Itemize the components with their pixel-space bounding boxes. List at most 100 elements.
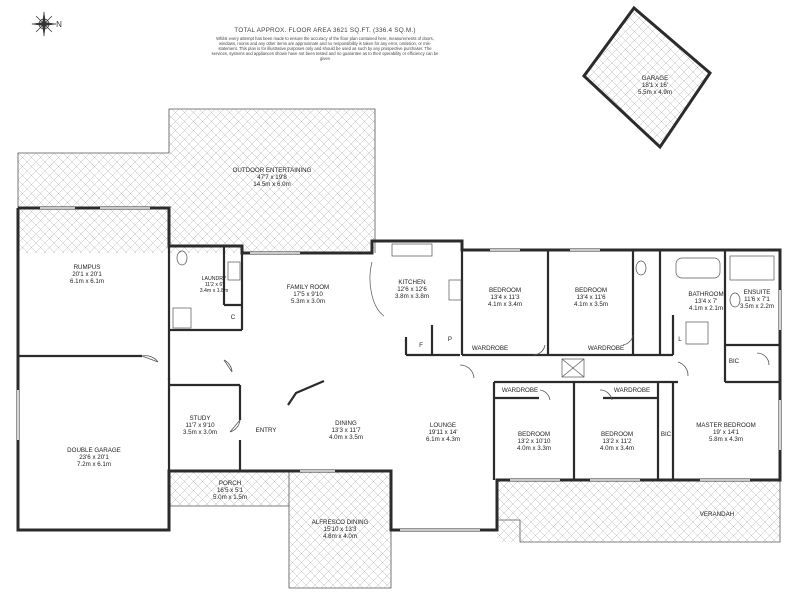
porch-label: PORCH 16'5 x 5'1 5.0m x 1.5m bbox=[213, 480, 247, 501]
ensuite-name: ENSUITE bbox=[744, 289, 771, 296]
bedroom-3-imperial: 13'2 x 10'10 bbox=[518, 438, 552, 445]
bedroom-4-metric: 4.0m x 3.4m bbox=[600, 445, 634, 452]
bedroom-4-wardrobe-label: WARDROBE bbox=[614, 387, 650, 394]
compass-rose-icon: N bbox=[30, 8, 62, 40]
ensuite-vanity-icon bbox=[729, 255, 775, 281]
kitchen-imperial: 12'6 x 12'6 bbox=[397, 286, 427, 293]
disclaimer-text: Whilst every attempt has been made to en… bbox=[211, 36, 439, 62]
bedroom-3-metric: 4.0m x 3.3m bbox=[517, 445, 551, 452]
study-imperial: 11'7 x 9'10 bbox=[185, 422, 215, 429]
porch-imperial: 16'5 x 5'1 bbox=[217, 487, 244, 494]
study-name: STUDY bbox=[190, 415, 211, 422]
outdoor-entertaining-area bbox=[18, 153, 374, 253]
bedroom-1-imperial: 13'4 x 11'3 bbox=[490, 294, 520, 301]
rumpus-imperial: 20'1 x 20'1 bbox=[72, 271, 102, 278]
outdoor-entertaining-upper bbox=[169, 109, 375, 159]
bathroom-shower-icon bbox=[685, 321, 709, 345]
laundry-metric: 3.4m x 1.8m bbox=[200, 288, 229, 294]
bedroom-4-imperial: 13'2 x 11'2 bbox=[602, 438, 632, 445]
doors bbox=[141, 334, 770, 433]
fridge-label: F bbox=[419, 342, 423, 349]
verandah-label: VERANDAH bbox=[700, 511, 734, 518]
bedroom-3-wardrobe-label: WARDROBE bbox=[502, 387, 538, 394]
kitchen-sink-icon bbox=[391, 243, 433, 257]
skylight-icon bbox=[561, 358, 585, 378]
kitchen-label: KITCHEN 12'6 x 12'6 3.8m x 3.8m bbox=[395, 279, 429, 300]
interior-walls bbox=[18, 246, 780, 480]
family-room-imperial: 17'5 x 9'10 bbox=[293, 291, 323, 298]
bedroom-3-label: BEDROOM 13'2 x 10'10 4.0m x 3.3m bbox=[517, 431, 551, 452]
cooktop-icon bbox=[448, 279, 462, 301]
bathtub-icon bbox=[675, 257, 721, 279]
bathroom-label: BATHROOM 13'4 x 7' 4.1m x 2.1m bbox=[688, 291, 723, 312]
lounge-label: LOUNGE 19'11 x 14' 6.1m x 4.3m bbox=[426, 422, 460, 443]
bedroom-3-name: BEDROOM bbox=[518, 431, 550, 438]
bathroom-toilet-icon bbox=[635, 260, 647, 276]
compass-north-label: N bbox=[56, 20, 62, 29]
bathroom-imperial: 13'4 x 7' bbox=[695, 298, 718, 305]
rumpus-label: RUMPUS 20'1 x 20'1 6.1m x 6.1m bbox=[70, 264, 104, 285]
plan-header: TOTAL APPROX. FLOOR AREA 3621 SQ.FT. (33… bbox=[210, 27, 440, 61]
total-floor-area: TOTAL APPROX. FLOOR AREA 3621 SQ.FT. (33… bbox=[234, 27, 416, 34]
alfresco-dining-metric: 4.8m x 4.0m bbox=[323, 533, 357, 540]
alfresco-dining-imperial: 15'10 x 13'3 bbox=[324, 526, 358, 533]
double-garage-metric: 7.2m x 6.1m bbox=[77, 461, 111, 468]
bedroom-2-imperial: 13'4 x 11'6 bbox=[576, 294, 606, 301]
lounge-imperial: 19'11 x 14' bbox=[428, 429, 457, 436]
bedroom-1-metric: 4.1m x 3.4m bbox=[488, 301, 522, 308]
lounge-name: LOUNGE bbox=[430, 422, 456, 429]
bedroom-2-wardrobe-label: WARDROBE bbox=[588, 345, 624, 352]
garage-imperial: 18'1 x 16' bbox=[642, 82, 668, 89]
pantry-label: P bbox=[448, 336, 452, 343]
fixtures bbox=[172, 243, 775, 378]
entry-label: ENTRY bbox=[256, 427, 277, 434]
bathroom-metric: 4.1m x 2.1m bbox=[689, 305, 723, 312]
bedroom-1-label: BEDROOM 13'4 x 11'3 4.1m x 3.4m bbox=[488, 287, 522, 308]
ensuite-imperial: 11'6 x 7'1 bbox=[744, 296, 770, 303]
bedroom-2-name: BEDROOM bbox=[575, 287, 607, 294]
garage-name: GARAGE bbox=[642, 75, 668, 82]
bedroom-4-name: BEDROOM bbox=[601, 431, 633, 438]
garage-metric: 5.5m x 4.9m bbox=[638, 89, 672, 96]
double-garage-label: DOUBLE GARAGE 23'6 x 20'1 7.2m x 6.1m bbox=[67, 447, 121, 468]
detached-garage-walls bbox=[582, 5, 712, 150]
linen-label: L bbox=[678, 336, 682, 343]
dining-imperial: 13'3 x 11'7 bbox=[331, 427, 361, 434]
room-labels: GARAGE 18'1 x 16' 5.5m x 4.9m OUTDOOR EN… bbox=[67, 75, 774, 540]
rumpus-metric: 6.1m x 6.1m bbox=[70, 278, 104, 285]
laundry-imperial: 11'2 x 6' bbox=[205, 282, 224, 288]
verandah-area bbox=[497, 480, 780, 542]
family-room-metric: 5.3m x 3.0m bbox=[291, 298, 325, 305]
bedroom-2-metric: 4.1m x 3.5m bbox=[574, 301, 608, 308]
ensuite-toilet-icon bbox=[729, 292, 741, 308]
windows bbox=[17, 207, 781, 531]
family-room-label: FAMILY ROOM 17'5 x 9'10 5.3m x 3.0m bbox=[287, 284, 329, 305]
outdoor-entertaining-imperial: 47'7 x 19'8 bbox=[257, 174, 287, 181]
master-bedroom-imperial: 19' x 14'1 bbox=[713, 429, 740, 436]
lounge-metric: 6.1m x 4.3m bbox=[426, 436, 460, 443]
alfresco-dining-area bbox=[289, 470, 391, 588]
master-bic-label: BIC bbox=[661, 431, 672, 438]
laundry-label: LAUNDRY 11'2 x 6' 3.4m x 1.8m bbox=[200, 276, 229, 294]
double-garage-name: DOUBLE GARAGE bbox=[67, 447, 121, 454]
laundry-name: LAUNDRY bbox=[202, 276, 227, 282]
bedroom-1-wardrobe-label: WARDROBE bbox=[472, 345, 508, 352]
ensuite-metric: 3.5m x 2.2m bbox=[740, 303, 774, 310]
shower-icon bbox=[172, 307, 192, 329]
ensuite-label: ENSUITE 11'6 x 7'1 3.5m x 2.2m bbox=[740, 289, 774, 310]
rumpus-name: RUMPUS bbox=[74, 264, 101, 271]
master-bedroom-label: MASTER BEDROOM 19' x 14'1 5.8m x 4.3m bbox=[696, 422, 755, 443]
bathroom-name: BATHROOM bbox=[688, 291, 723, 298]
bedroom-4-label: BEDROOM 13'2 x 11'2 4.0m x 3.4m bbox=[600, 431, 634, 452]
dining-metric: 4.0m x 3.5m bbox=[329, 434, 363, 441]
alfresco-dining-label: ALFRESCO DINING 15'10 x 13'3 4.8m x 4.0m bbox=[312, 519, 369, 540]
bedroom-1-name: BEDROOM bbox=[489, 287, 521, 294]
detached-garage-area bbox=[584, 8, 710, 147]
ensuite-bic-label: BIC bbox=[729, 358, 740, 365]
porch-metric: 5.0m x 1.5m bbox=[213, 494, 247, 501]
double-garage-imperial: 23'6 x 20'1 bbox=[79, 454, 109, 461]
study-label: STUDY 11'7 x 9'10 3.5m x 3.0m bbox=[183, 415, 217, 436]
porch-name: PORCH bbox=[219, 480, 241, 487]
outdoor-areas bbox=[18, 8, 780, 588]
master-bedroom-name: MASTER BEDROOM bbox=[696, 422, 755, 429]
